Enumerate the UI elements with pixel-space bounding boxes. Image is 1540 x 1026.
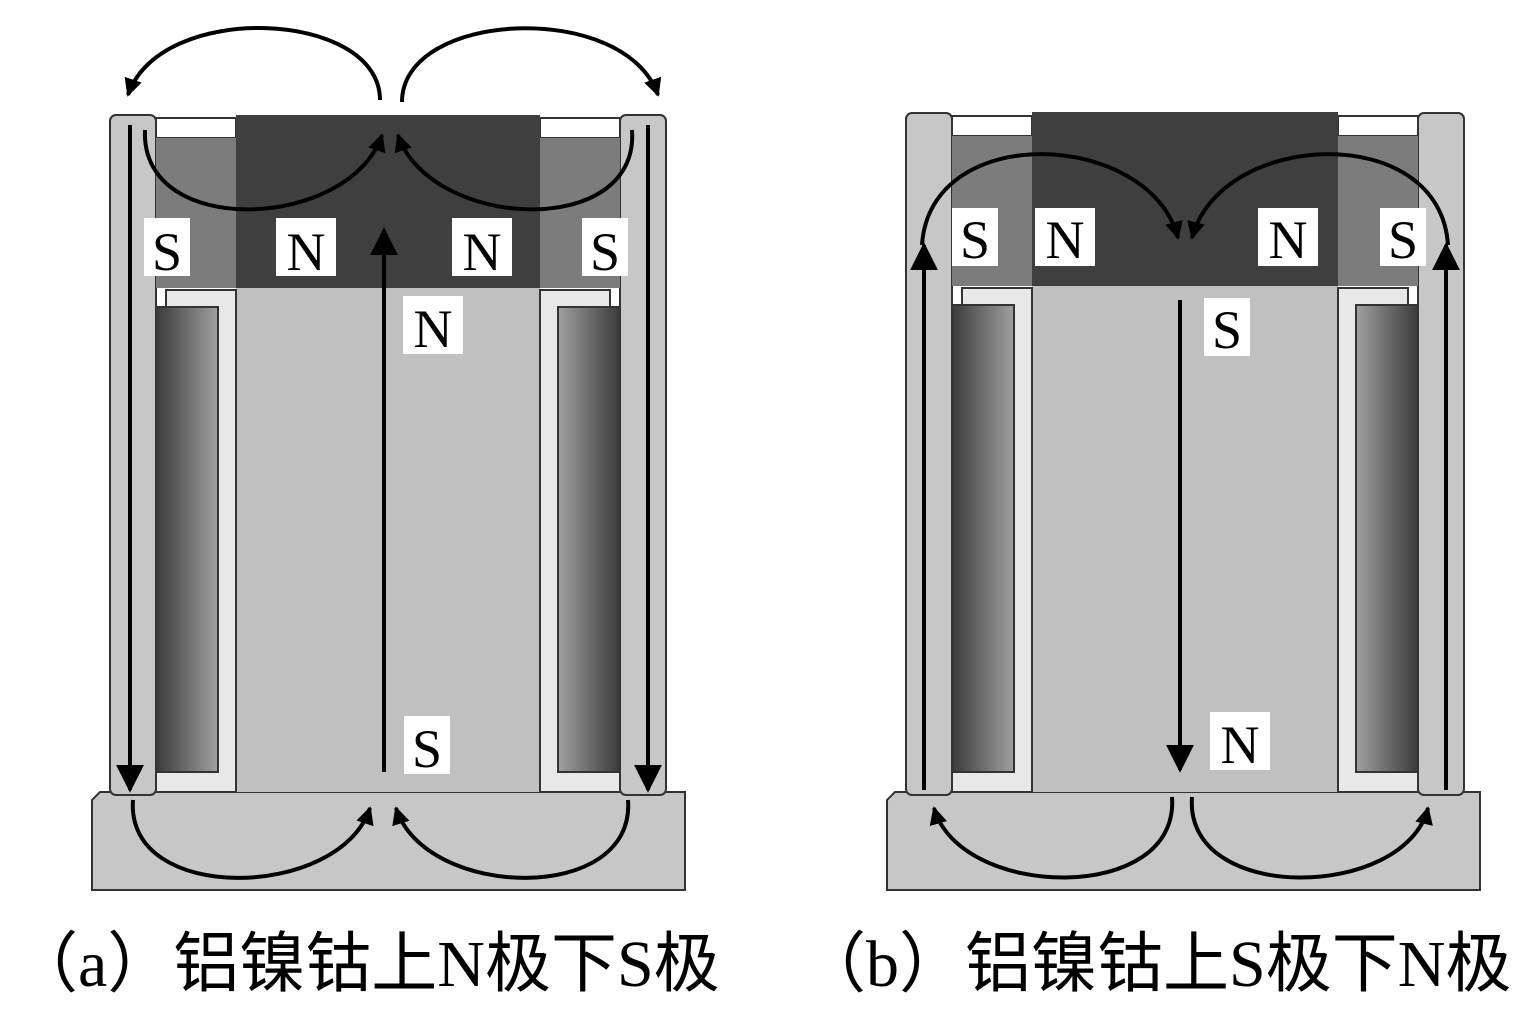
coil-right (557, 306, 621, 773)
pole-labels-b: S N N S S N (952, 208, 1426, 775)
air-gap-left (155, 117, 237, 139)
flux-arrow (1189, 796, 1433, 880)
flux-arrow (142, 129, 386, 212)
central-core (1032, 286, 1338, 792)
central-core (236, 288, 540, 792)
panel-b: S N N S S N (886, 112, 1481, 891)
air-gap-right (539, 117, 621, 139)
pole-label: N (287, 222, 326, 282)
flux-arrow (124, 26, 382, 101)
pole-label: S (152, 222, 182, 282)
outer-wall-left (109, 114, 157, 796)
core-top-label: S (1212, 300, 1242, 360)
caption-b: （b）铝镍钴上S极下N极 (800, 928, 1512, 1001)
pole-label: N (1046, 210, 1085, 270)
air-gap-left (951, 115, 1033, 137)
pole-label: S (1388, 210, 1418, 270)
pole-label: S (960, 210, 990, 270)
coil-left (951, 304, 1015, 773)
flux-arrow (929, 796, 1175, 880)
flux-arrow (400, 26, 662, 103)
air-gap-right (1337, 115, 1419, 137)
outer-wall-right (619, 114, 667, 796)
flux-arrow (920, 152, 1183, 246)
coil-right (1355, 304, 1419, 773)
panel-a: S N N S N S (91, 26, 686, 891)
core-bottom-label: S (412, 719, 442, 779)
base-plate (91, 791, 686, 891)
pole-labels-a: S N N S N S (144, 218, 628, 779)
pole-label: S (590, 222, 620, 282)
core-bottom-label: N (1221, 715, 1260, 775)
pole-label: N (1269, 210, 1308, 270)
pole-label: N (463, 222, 502, 282)
flux-arrow (394, 129, 635, 212)
flux-arrows-b (910, 152, 1460, 880)
coil-left (155, 306, 219, 773)
flux-arrows-a (116, 26, 662, 880)
flux-arrow (130, 799, 374, 880)
core-top-label: N (414, 299, 453, 359)
flux-arrow (1187, 152, 1450, 246)
base-plate (886, 791, 1481, 891)
caption-a: （a）铝镍钴上N极下S极 (12, 928, 720, 1001)
flux-arrow (392, 799, 631, 880)
